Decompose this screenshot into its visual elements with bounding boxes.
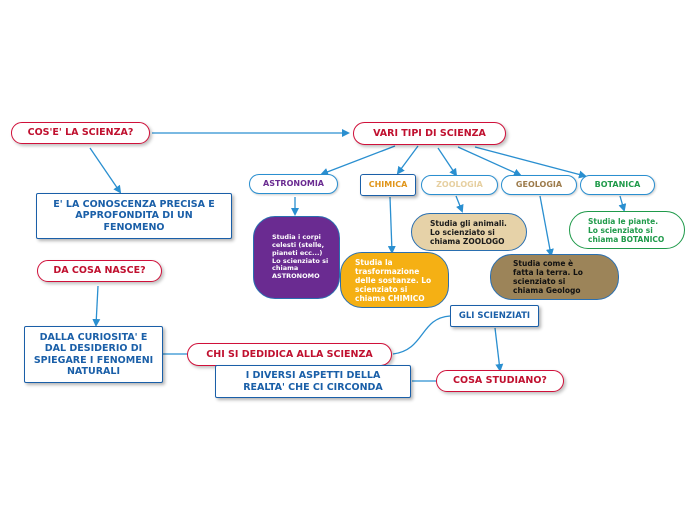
node-zoologia-desc[interactable]: Studia gli animali. Lo scienziato si chi… <box>411 213 527 251</box>
node-curiosita[interactable]: DALLA CURIOSITA' E DAL DESIDERIO DI SPIE… <box>24 326 163 383</box>
node-geologia[interactable]: GEOLOGIA <box>501 175 577 195</box>
node-diversi-aspetti[interactable]: I DIVERSI ASPETTI DELLA REALTA' CHE CI C… <box>215 365 411 398</box>
node-chimica-desc[interactable]: Studia la trasformazione delle sostanze.… <box>340 252 449 308</box>
link-vari-to-astronomia <box>320 145 396 176</box>
node-da-cosa-nasce[interactable]: DA COSA NASCE? <box>37 260 162 282</box>
node-chimica[interactable]: CHIMICA <box>360 174 416 196</box>
link-cose-to-conoscenza <box>89 147 122 194</box>
link-vari-to-zoologia <box>437 147 458 177</box>
link-vari-to-chimica <box>396 145 419 175</box>
link-vari-to-botanica <box>474 146 587 179</box>
node-botanica[interactable]: BOTANICA <box>580 175 655 195</box>
link-botanica-to-desc <box>618 195 627 212</box>
node-geologia-desc[interactable]: Studia come è fatta la terra. Lo scienzi… <box>490 254 619 300</box>
link-chi-to-scienziati <box>392 315 451 355</box>
node-astronomia-desc[interactable]: Studia i corpi celesti (stelle, pianeti … <box>253 216 340 299</box>
link-da-cosa-to-curiosita <box>92 285 101 327</box>
link-geologia-to-desc <box>539 195 554 257</box>
node-vari-tipi[interactable]: VARI TIPI DI SCIENZA <box>353 122 506 145</box>
node-gli-scienziati[interactable]: GLI SCIENZIATI <box>450 305 539 327</box>
node-cose-scienza[interactable]: COS'E' LA SCIENZA? <box>11 122 150 144</box>
link-zoologia-to-desc <box>455 195 464 213</box>
node-conoscenza[interactable]: E' LA CONOSCENZA PRECISA E APPROFONDITA … <box>36 193 232 239</box>
node-chi-si-dedica[interactable]: CHI SI DEDIDICA ALLA SCIENZA <box>187 343 392 366</box>
link-scienziati-to-cosa <box>494 327 504 372</box>
link-vari-to-geologia <box>457 146 522 177</box>
link-chimica-to-desc <box>387 196 396 254</box>
node-cosa-studiano[interactable]: COSA STUDIANO? <box>436 370 564 392</box>
node-astronomia[interactable]: ASTRONOMIA <box>249 174 338 194</box>
node-zoologia[interactable]: ZOOLOGIA <box>421 175 498 195</box>
node-botanica-desc[interactable]: Studia le piante. Lo scienziato si chiam… <box>569 211 685 249</box>
